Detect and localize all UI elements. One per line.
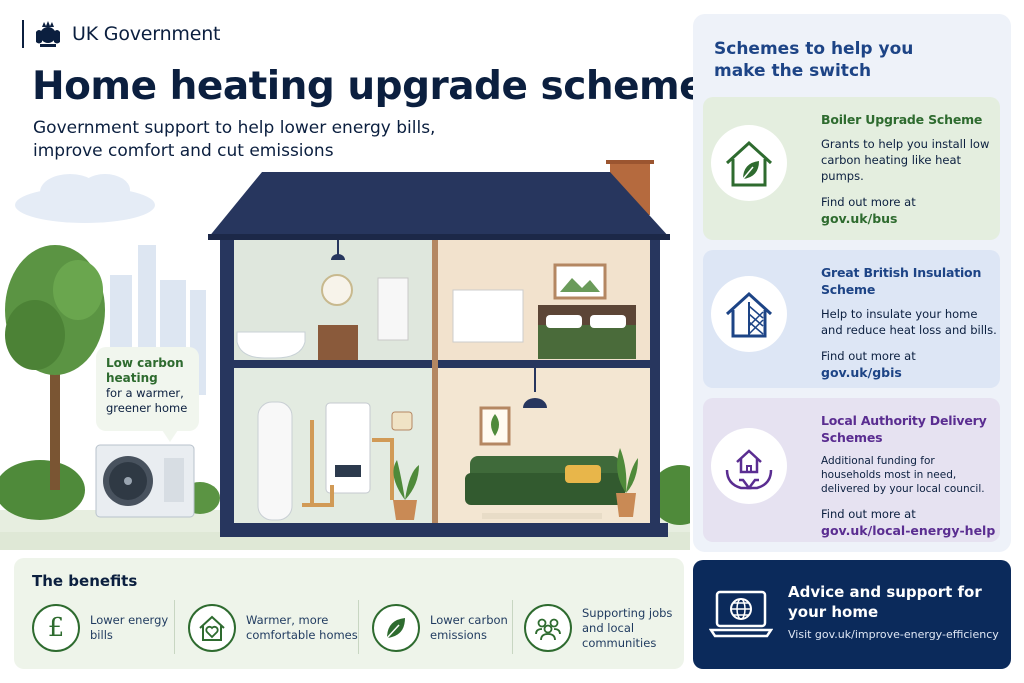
benefit-label: Warmer, more comfortable homes bbox=[246, 613, 358, 642]
page-subtitle: Government support to help lower energy … bbox=[33, 118, 436, 161]
scheme-description: Grants to help you install low carbon he… bbox=[821, 137, 990, 183]
scheme-find-more: Find out more at bbox=[821, 195, 916, 209]
scheme-card-insulation: Great British Insulation Scheme Help to … bbox=[703, 250, 1000, 388]
benefit-item: £ Lower energy bills bbox=[32, 598, 172, 658]
boiler bbox=[325, 402, 371, 494]
tree bbox=[5, 245, 105, 490]
rug bbox=[482, 513, 602, 519]
people-icon bbox=[524, 604, 572, 652]
brand-name: UK Government bbox=[72, 23, 221, 45]
potted-plant-living bbox=[616, 448, 638, 517]
benefit-label: Supporting jobs and local communities bbox=[582, 605, 673, 650]
hands-house-icon bbox=[711, 428, 787, 504]
scheme-description: Help to insulate your home and reduce he… bbox=[821, 307, 997, 337]
scheme-link-local-energy-help[interactable]: gov.uk/local-energy-help bbox=[821, 523, 996, 538]
benefit-label: Lower energy bills bbox=[90, 613, 169, 642]
towel-radiator bbox=[377, 277, 409, 341]
scheme-card-local-authority: Local Authority Delivery Schemes Additio… bbox=[703, 398, 1000, 542]
leaf-icon bbox=[372, 604, 420, 652]
potted-plant-utility bbox=[393, 460, 419, 520]
bedroom-picture bbox=[553, 263, 607, 300]
scheme-find-more: Find out more at bbox=[821, 507, 916, 521]
bathroom-mirror bbox=[321, 274, 353, 306]
page-title: Home heating upgrade schemes bbox=[32, 64, 728, 109]
schemes-title: Schemes to help you make the switch bbox=[714, 39, 914, 81]
sofa bbox=[465, 456, 625, 505]
house-leaf-icon bbox=[711, 125, 787, 201]
schemes-panel: Schemes to help you make the switch Boil… bbox=[693, 14, 1011, 552]
benefits-title: The benefits bbox=[32, 572, 138, 590]
benefit-item: Supporting jobs and local communities bbox=[524, 598, 680, 658]
benefit-divider bbox=[174, 600, 175, 654]
benefit-item: Warmer, more comfortable homes bbox=[188, 598, 368, 658]
scheme-text: Great British Insulation Scheme Help to … bbox=[821, 264, 997, 381]
scheme-name: Local Authority Delivery Schemes bbox=[821, 413, 987, 445]
hot-water-cylinder bbox=[257, 401, 293, 521]
house-illustration bbox=[0, 160, 690, 550]
scheme-text: Local Authority Delivery Schemes Additio… bbox=[821, 412, 997, 539]
pound-icon: £ bbox=[32, 604, 80, 652]
scheme-card-boiler-upgrade: Boiler Upgrade Scheme Grants to help you… bbox=[703, 97, 1000, 240]
advice-panel[interactable]: Advice and support for your home Visit g… bbox=[693, 560, 1011, 669]
thermostat bbox=[391, 411, 413, 431]
benefit-item: Lower carbon emissions bbox=[372, 598, 522, 658]
house-insulation-icon bbox=[711, 276, 787, 352]
advice-title: Advice and support for your home bbox=[788, 583, 982, 621]
benefit-divider bbox=[358, 600, 359, 654]
roof bbox=[208, 172, 670, 238]
scheme-find-more: Find out more at bbox=[821, 349, 916, 363]
cloud-left bbox=[15, 174, 155, 223]
heat-pump-unit bbox=[95, 444, 195, 518]
scheme-description: Additional funding for households most i… bbox=[821, 455, 985, 495]
bathtub bbox=[236, 331, 306, 359]
scheme-link-bus[interactable]: gov.uk/bus bbox=[821, 211, 898, 226]
house-heart-icon bbox=[188, 604, 236, 652]
scheme-name: Great British Insulation Scheme bbox=[821, 265, 982, 297]
scheme-name: Boiler Upgrade Scheme bbox=[821, 112, 983, 127]
bubble-body: for a warmer, greener home bbox=[106, 386, 188, 415]
low-carbon-bubble: Low carbon heating for a warmer, greener… bbox=[96, 347, 199, 442]
brand-divider bbox=[22, 20, 24, 48]
advice-link[interactable]: Visit gov.uk/improve-energy-efficiency bbox=[788, 628, 999, 641]
scheme-link-gbis[interactable]: gov.uk/gbis bbox=[821, 365, 902, 380]
benefit-divider bbox=[512, 600, 513, 654]
gov-brand: UK Government bbox=[22, 18, 220, 50]
benefit-label: Lower carbon emissions bbox=[430, 613, 508, 642]
royal-crest-icon bbox=[36, 21, 60, 47]
bubble-title: Low carbon heating bbox=[106, 356, 184, 385]
scheme-text: Boiler Upgrade Scheme Grants to help you… bbox=[821, 111, 997, 227]
laptop-globe-icon bbox=[709, 590, 773, 638]
benefits-panel: The benefits £ Lower energy bills Warmer… bbox=[14, 558, 684, 669]
vanity-unit bbox=[318, 325, 358, 360]
bedroom-radiator bbox=[452, 289, 524, 343]
